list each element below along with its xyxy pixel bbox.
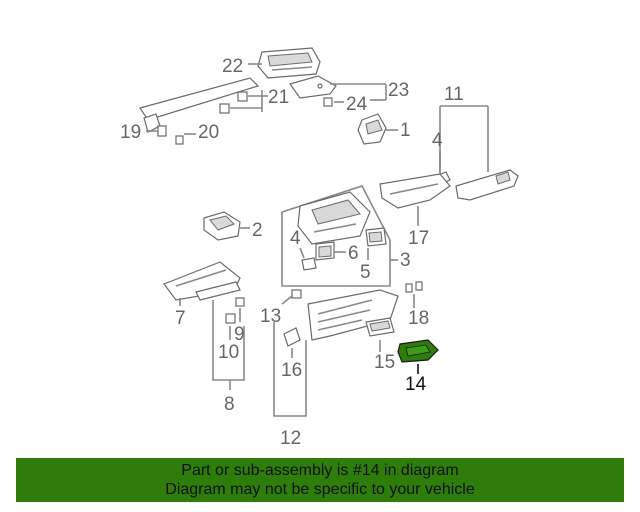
part-20-screw: [175, 135, 184, 145]
label-23: 23: [388, 80, 409, 101]
part-23-panel: [289, 75, 337, 99]
part-upper-duct: [139, 77, 260, 133]
part-6-vent: [315, 241, 335, 261]
label-20: 20: [198, 122, 219, 143]
part-4-small-vent-left: [301, 257, 317, 271]
label-24: 24: [346, 94, 368, 115]
label-7: 7: [175, 308, 186, 329]
banner-line-1: Part or sub-assembly is #14 in diagram: [181, 462, 459, 479]
part-18-clips: [405, 281, 423, 293]
part-2-vent: [203, 211, 241, 241]
part-3-outline: [281, 185, 391, 287]
part-11-side-duct: [455, 169, 519, 201]
label-19: 19: [120, 122, 141, 143]
part-14-highlighted[interactable]: [397, 339, 439, 363]
banner-line-2: Diagram may not be specific to your vehi…: [165, 481, 475, 498]
part-19-clip: [157, 125, 167, 137]
label-21: 21: [268, 87, 289, 108]
part-17-center-duct: [379, 173, 451, 209]
part-16-bracket: [283, 327, 301, 347]
label-1: 1: [400, 120, 411, 141]
part-22-defroster-nozzle: [257, 47, 321, 79]
part-3-center-cluster: [297, 191, 371, 245]
label-18: 18: [408, 308, 429, 329]
part-15-box: [365, 317, 395, 337]
part-21-clips: [219, 91, 248, 114]
part-1-vent: [357, 113, 387, 145]
part-5-vent: [365, 227, 387, 247]
label-4b: 4: [290, 228, 301, 249]
label-13: 13: [260, 306, 281, 327]
label-11: 11: [444, 84, 464, 105]
label-12: 12: [280, 428, 301, 449]
label-15: 15: [374, 352, 395, 373]
label-10: 10: [218, 342, 239, 363]
label-5: 5: [360, 262, 371, 283]
part-9-clip: [235, 297, 245, 307]
label-9: 9: [234, 324, 245, 345]
label-14: 14: [405, 374, 427, 395]
label-17: 17: [408, 228, 429, 249]
info-banner: Part or sub-assembly is #14 in diagram D…: [16, 458, 624, 502]
label-22: 22: [222, 56, 243, 77]
label-6: 6: [348, 243, 359, 264]
part-10-duct: [195, 281, 241, 324]
label-3: 3: [400, 250, 411, 271]
label-4a: 4: [432, 130, 443, 151]
label-16: 16: [281, 360, 302, 381]
label-2: 2: [252, 220, 263, 241]
label-8: 8: [224, 394, 235, 415]
part-24-clip: [323, 97, 333, 107]
part-13-clip: [291, 289, 302, 299]
